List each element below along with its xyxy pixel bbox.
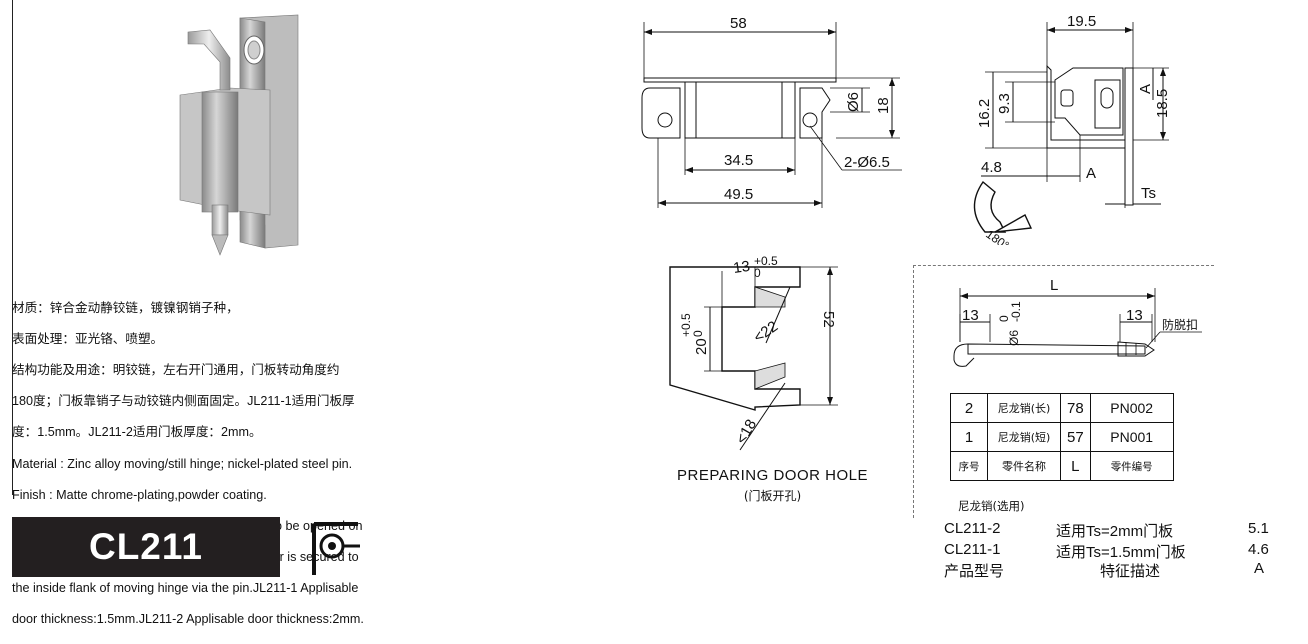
desc-line: 结构功能及用途：明铰链，左右开门通用，门板转动角度约 [12,362,340,377]
desc-line: Finish : Matte chrome-plating,powder coa… [12,487,267,502]
product-code-banner: CL211 [12,517,280,577]
hinge-type-icon [312,522,360,575]
product-code: CL211 [88,526,203,567]
door-dim-left-tol-lower: 0 [691,330,705,337]
left-border-line [12,0,13,495]
model-code: CL211-2 [944,520,1001,537]
parts-table: 2 尼龙销(长) 78 PN002 1 尼龙销(短) 57 PN001 序号 零… [950,393,1174,481]
table-header-cell: 零件名称 [987,451,1061,481]
model-code: CL211-1 [944,541,1001,558]
table-header-cell: L [1060,451,1091,481]
door-hole-caption: PREPARING DOOR HOLE [677,467,868,484]
pin-dim-dia-tol-lower: -0.1 [1009,301,1023,322]
door-hole-caption-cn: (门板开孔) [743,489,802,503]
pin-dim-left: 13 [962,307,979,324]
side-dim-right: 18.5 [1154,89,1170,118]
side-dim-top: 19.5 [1067,13,1096,30]
model-header-feature: 特征描述 [1100,563,1161,580]
side-dim-a-bottom: A [1086,165,1096,182]
table-cell: 2 [950,393,988,423]
desc-line: Material : Zinc alloy moving/still hinge… [12,456,353,471]
desc-line: the inside flank of moving hinge via the… [12,581,359,596]
front-dim-top: 58 [730,15,747,32]
table-header-cell: 零件编号 [1089,451,1174,481]
door-hole-drawing: 13 +0.5 0 20 +0.5 0 <22 52 <18 [669,254,838,451]
model-feature: 适用Ts=2mm门板 [1056,523,1174,540]
side-dim-offset: 4.8 [981,159,1002,176]
model-row: CL211-2 适用Ts=2mm门板 5.1 [942,520,1278,540]
front-dim-holes: 2-Ø6.5 [844,154,890,171]
door-dim-angle-lower: <18 [733,416,760,447]
door-dim-left: 20 [693,338,710,355]
door-dim-top-tol-upper: +0.5 [754,254,778,268]
side-dim-left: 16.2 [976,99,993,128]
door-dim-top-tol-lower: 0 [754,266,761,280]
table-cell: 1 [950,422,988,452]
desc-line: 材质：锌合金动静铰链，镀镍钢销子种， [12,300,239,315]
table-header-row: 序号 零件名称 L 零件编号 [950,451,1174,481]
table-row: 2 尼龙销(长) 78 PN002 [950,393,1174,423]
hinge-product-illustration [179,14,299,256]
pin-dim-right: 13 [1126,307,1143,324]
front-view-drawing: 58 Ø6 18 34.5 2-Ø6.5 49.5 [641,15,902,208]
front-dim-pin: Ø6 [845,92,862,112]
side-dim-ts: Ts [1141,185,1156,202]
table-cell: 尼龙销(长) [987,393,1061,423]
table-cell: 57 [1060,422,1091,452]
table-cell: PN001 [1089,422,1174,452]
nylon-pin-note: 尼龙销(选用) [958,499,1025,513]
pin-dim-dia-tol-upper: 0 [997,315,1011,322]
front-dim-bottom: 49.5 [724,186,753,203]
door-dim-top: 13 [732,258,751,277]
desc-line: 表面处理：亚光铬、喷塑。 [12,331,164,346]
desc-line: 180度；门板靠销子与动铰链内侧面固定。JL211-1适用门板厚 [12,394,355,409]
door-dim-angle-upper: <22 [751,318,782,347]
pin-dim-dia: Ø6 [1007,330,1021,346]
model-a-value: 5.1 [1248,520,1269,537]
model-a-value: 4.6 [1248,541,1269,558]
table-cell: 78 [1060,393,1091,423]
side-dim-a: A [1137,84,1154,94]
nylon-pin-drawing: L 13 13 Ø6 0 -0.1 防脱扣 [953,277,1202,367]
model-row: CL211-1 适用Ts=1.5mm门板 4.6 [942,541,1278,561]
table-cell: PN002 [1089,393,1174,423]
front-dim-height: 18 [875,97,892,114]
desc-line: door thickness:1.5mm.JL211-2 Applisable … [12,612,364,627]
desc-line: 度：1.5mm。JL211-2适用门板厚度：2mm。 [12,425,262,440]
anti-drop-label: 防脱扣 [1162,317,1198,332]
side-dim-inner: 9.3 [996,93,1013,114]
nylon-pin-panel [913,265,1214,518]
door-dim-left-tol-upper: +0.5 [679,313,693,337]
product-description: 材质：锌合金动静铰链，镀镍钢销子种， 表面处理：亚光铬、喷塑。 结构功能及用途：… [12,285,482,644]
model-feature: 适用Ts=1.5mm门板 [1056,544,1186,561]
side-view-drawing: 19.5 16.2 9.3 A 18.5 4.8 A Ts 180° [973,13,1170,245]
door-dim-height: 52 [820,311,837,328]
model-header-code: 产品型号 [944,563,1005,580]
model-header-row: 产品型号 特征描述 A [942,560,1278,580]
table-header-cell: 序号 [950,451,988,481]
pin-dim-length: L [1050,277,1058,294]
front-dim-inner: 34.5 [724,152,753,169]
table-row: 1 尼龙销(短) 57 PN001 [950,422,1174,452]
model-header-a: A [1254,560,1265,577]
table-cell: 尼龙销(短) [987,422,1061,452]
